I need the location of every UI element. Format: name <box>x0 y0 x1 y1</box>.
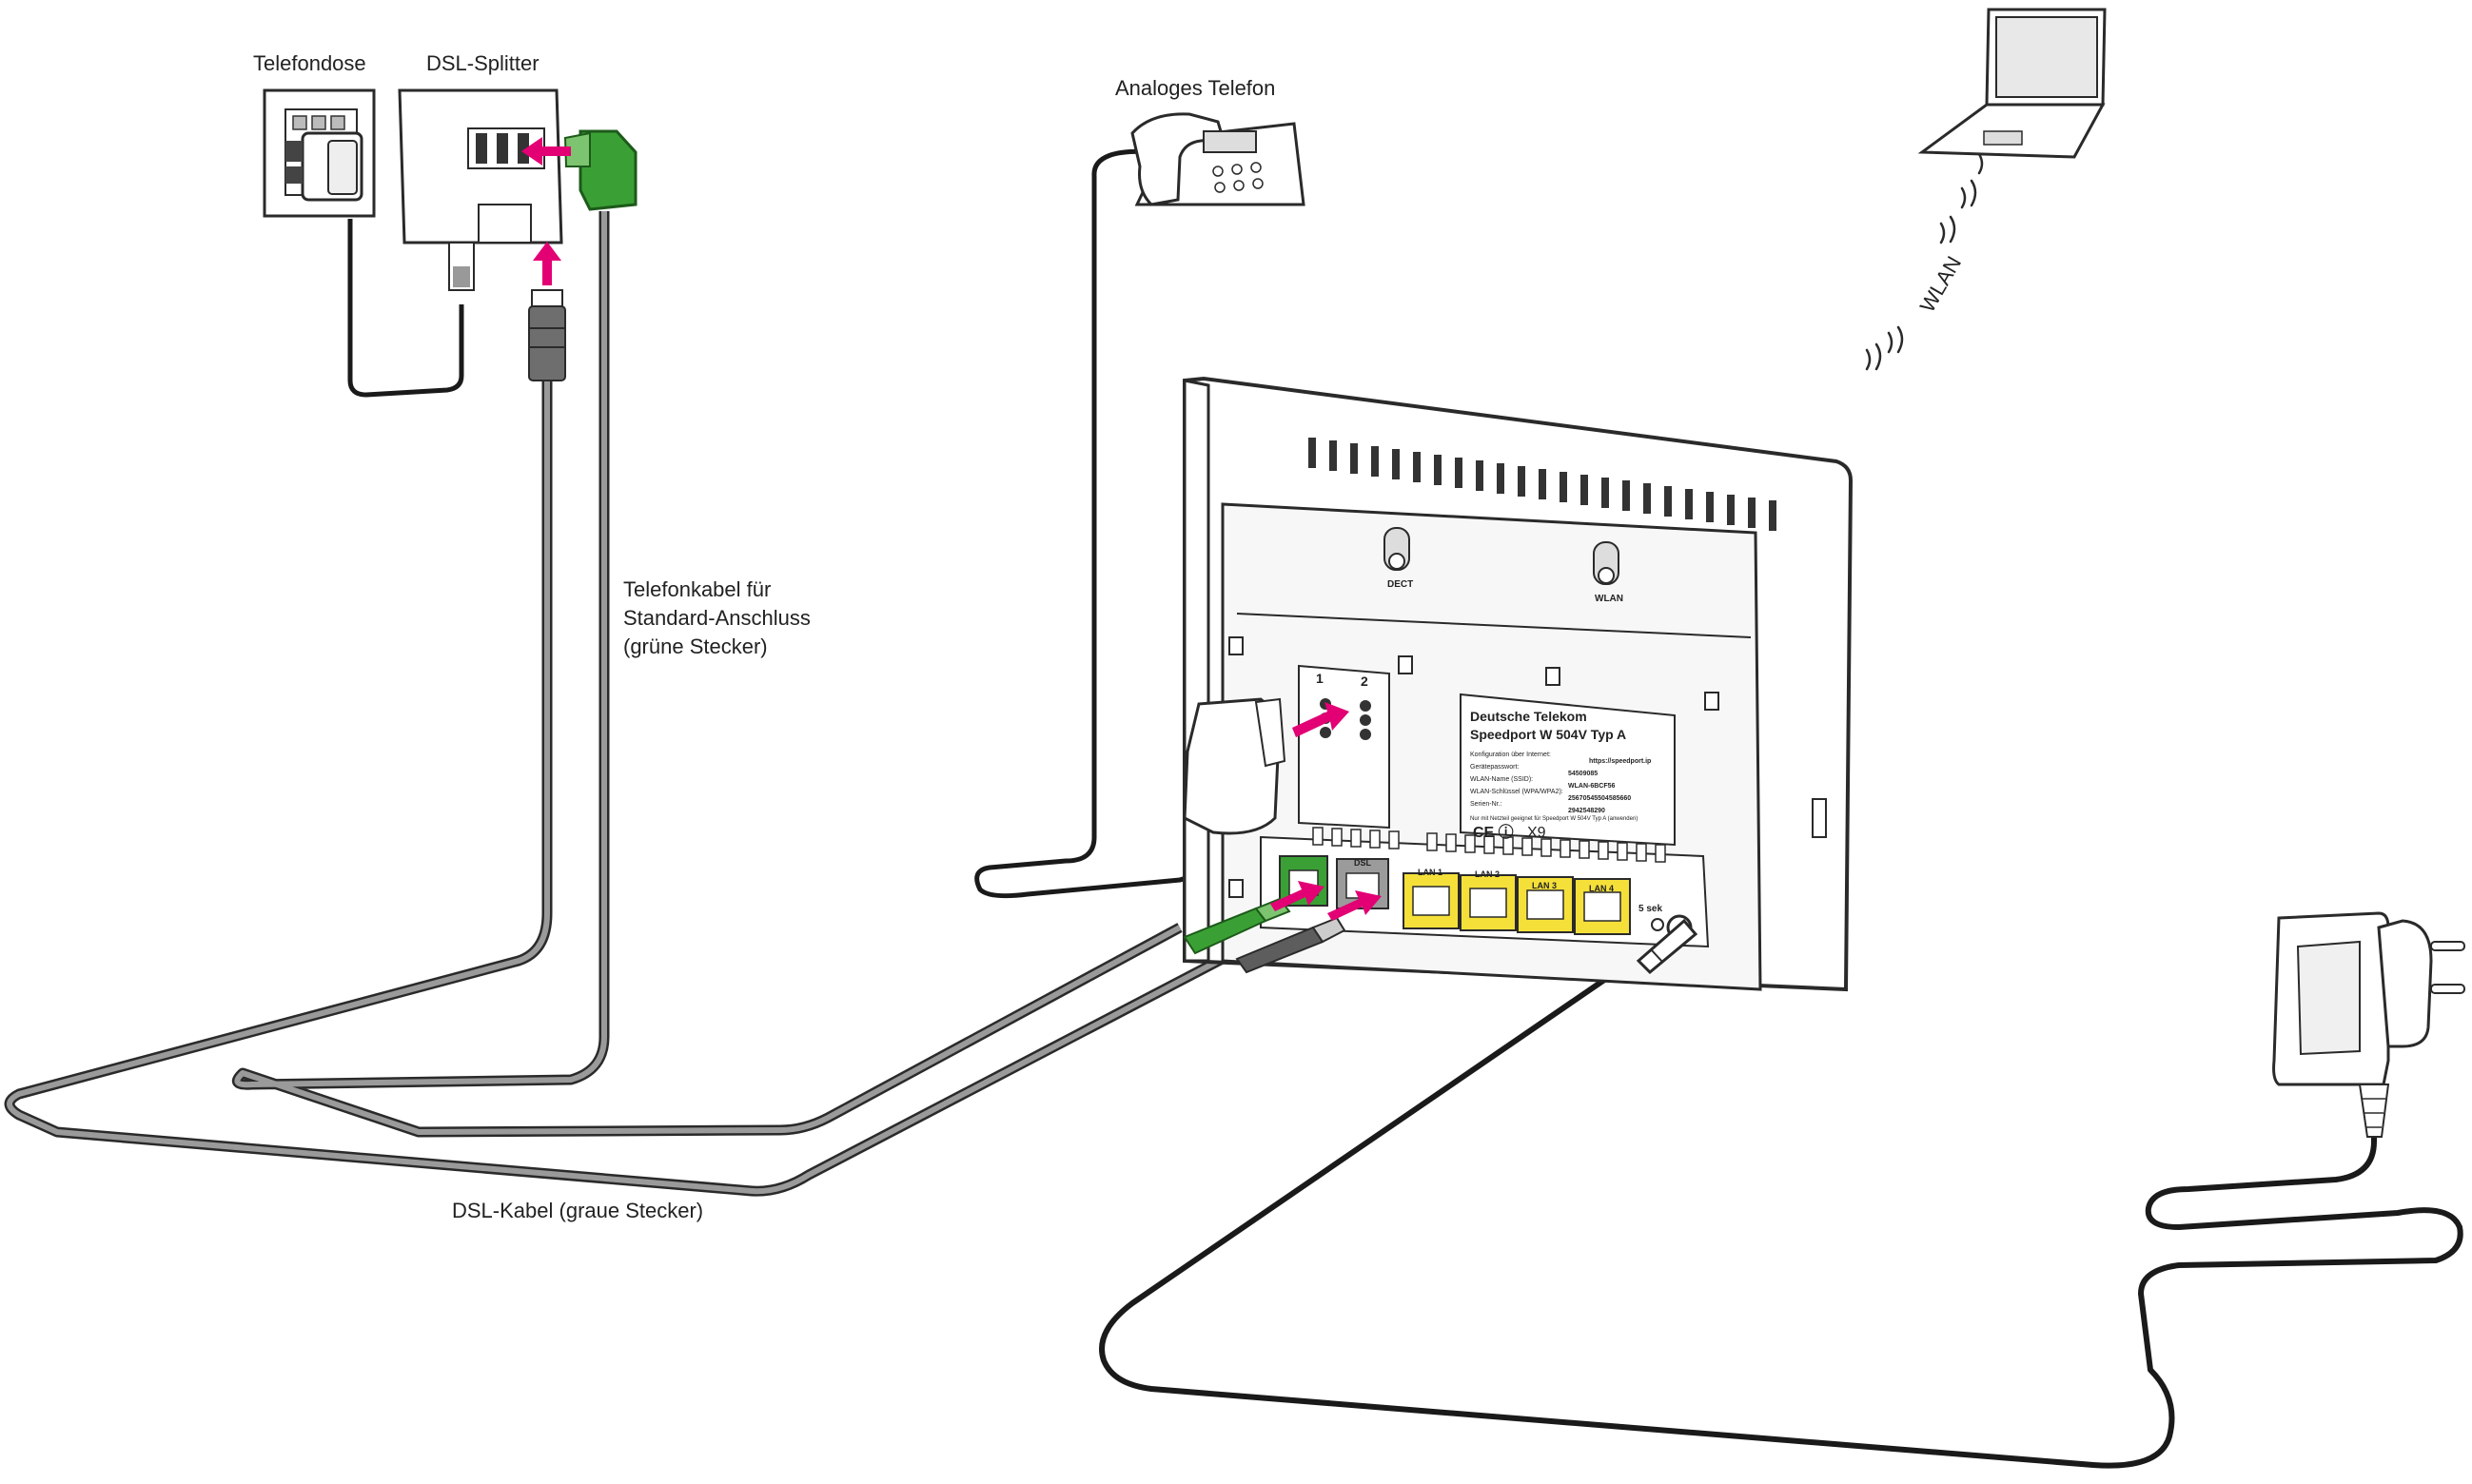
analog-phone-device <box>1130 112 1305 206</box>
dsl-cable <box>4 381 1240 1197</box>
router-button-label-wlan: WLAN <box>1595 594 1623 604</box>
telefondose-socket <box>263 88 376 218</box>
dsl-splitter-label: DSL-Splitter <box>426 51 540 75</box>
sticker-row-val-4: 25670545504585660 <box>1568 795 1631 802</box>
arrow-into-tae <box>1292 702 1349 737</box>
sticker-x9: X9 <box>1527 825 1546 841</box>
port-label-lan2: LAN 2 <box>1475 869 1500 879</box>
router-power-plug <box>1636 918 1698 975</box>
port-label-lan3: LAN 3 <box>1532 881 1557 890</box>
router-gray-plug <box>1235 916 1346 974</box>
sticker-row-key-4: WLAN-Schlüssel (WPA/WPA2): <box>1470 789 1563 795</box>
telefonkabel-label-line3: (grüne Stecker) <box>623 635 768 658</box>
sticker-row-key-3: WLAN-Name (SSID): <box>1470 776 1533 783</box>
port-label-dsl: DSL <box>1354 858 1372 868</box>
tae-port-number-2: 2 <box>1361 674 1368 689</box>
router-tae-plug <box>1183 697 1286 835</box>
telefonkabel-label-line1: Telefonkabel für <box>623 577 772 601</box>
router-brand-line2: Speedport W 504V Typ A <box>1470 727 1626 742</box>
tae-port-number-1: 1 <box>1316 671 1324 686</box>
port-label-lan4: LAN 4 <box>1589 884 1614 893</box>
router-brand-line1: Deutsche Telekom <box>1470 709 1587 724</box>
arrow-into-splitter <box>521 137 571 166</box>
power-adapter <box>2272 911 2465 1138</box>
sticker-row-val-3: WLAN-6BCF56 <box>1568 783 1615 790</box>
sticker-row-val-2: 54509085 <box>1568 771 1598 777</box>
splitter-tae-plug <box>563 129 638 211</box>
analoges-telefon-label: Analoges Telefon <box>1115 76 1276 100</box>
sticker-row-key-1: Konfiguration über Internet: <box>1470 752 1551 758</box>
sticker-row-val-5: 2942548290 <box>1568 808 1605 814</box>
arrow-up-splitter <box>533 242 561 285</box>
splitter-cable <box>347 219 464 398</box>
splitter-dsl-plug <box>528 289 566 381</box>
sticker-row-key-5: Serien-Nr.: <box>1470 801 1502 808</box>
reset-label: 5 sek <box>1638 904 1662 914</box>
arrow-into-dsl-port <box>1327 890 1382 921</box>
laptop-device <box>1917 8 2107 159</box>
sticker-footnote: Nur mit Netzteil geeignet für Speedport … <box>1470 816 1638 822</box>
dsl-kabel-label: DSL-Kabel (graue Stecker) <box>452 1199 704 1222</box>
telefonkabel-label: Telefonkabel für Standard-Anschluss (grü… <box>623 576 811 661</box>
sticker-row-val-1: https://speedport.ip <box>1589 758 1651 765</box>
wlan-waves <box>1865 152 1984 371</box>
telefonkabel-label-line2: Standard-Anschluss <box>623 606 811 630</box>
router-button-label-dect: DECT <box>1387 579 1413 590</box>
power-cable <box>1099 948 2463 1469</box>
port-label-lan1: LAN 1 <box>1418 868 1442 877</box>
arrow-into-tae-port <box>1270 881 1324 911</box>
sticker-row-key-2: Gerätepasswort: <box>1470 764 1519 771</box>
telefondose-label: Telefondose <box>253 51 366 75</box>
wlan-label: WLAN <box>1915 252 1966 317</box>
dsl-splitter-device <box>398 88 563 291</box>
speedport-router <box>1183 376 1854 992</box>
sticker-ce-mark: CE ⓘ <box>1473 823 1514 841</box>
